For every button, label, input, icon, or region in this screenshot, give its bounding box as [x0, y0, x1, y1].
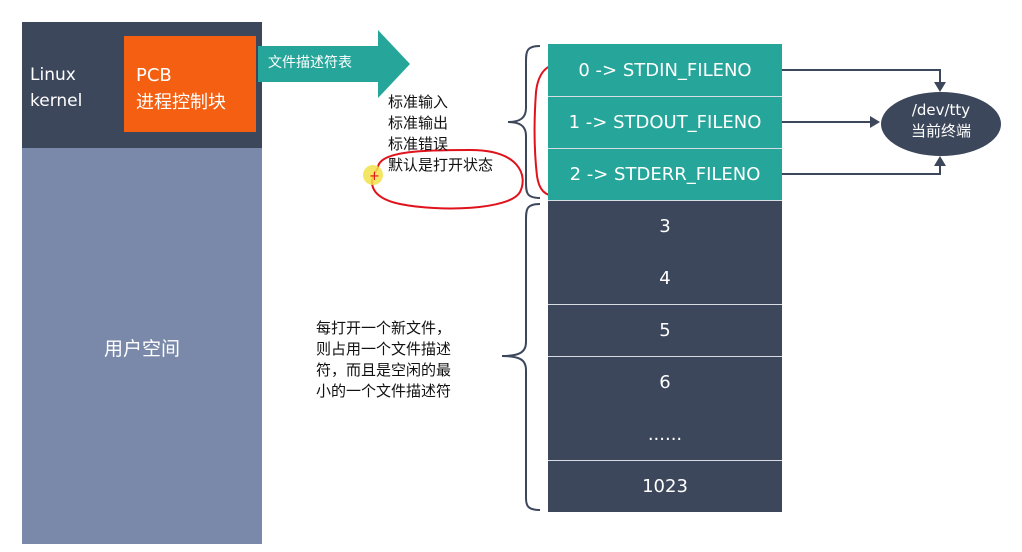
tty-label-line2: 当前终端 [910, 122, 971, 140]
pcb-label-line2: 进程控制块 [136, 92, 226, 113]
fd-separator [548, 304, 782, 305]
fd-entry-stdin: 0 -> STDIN_FILENO [548, 44, 782, 96]
red-annotation-bracket [533, 63, 561, 197]
std-brace [507, 45, 541, 199]
fd-entry-stdout: 1 -> STDOUT_FILENO [548, 96, 782, 148]
fd-entry-ellipsis: ...... [548, 408, 782, 460]
fd-table-arrow-label: 文件描述符表 [268, 55, 352, 71]
fd-separator [548, 200, 782, 201]
fd-entry-3: 3 [548, 200, 782, 252]
fd-separator [548, 96, 782, 97]
fd-separator [548, 356, 782, 357]
std-note-line: 标准输出 [388, 114, 449, 132]
fd-separator [548, 148, 782, 149]
cursor-marker [363, 165, 383, 185]
kernel-label: Linux kernel [30, 62, 110, 114]
new-file-note-line: 小的一个文件描述符 [316, 382, 452, 400]
fd-table-arrow [258, 30, 410, 98]
user-space-region [22, 148, 262, 544]
kernel-label-line2: kernel [30, 91, 83, 111]
user-space-label: 用户空间 [103, 338, 180, 360]
fd-separator [548, 460, 782, 461]
std-note-line: 默认是打开状态 [388, 156, 494, 174]
std-note: 标准输入 标准输出 标准错误 默认是打开状态 [388, 92, 528, 176]
fd-entry-6: 6 [548, 356, 782, 408]
kernel-label-line1: Linux [30, 65, 76, 85]
fd-entry-4: 4 [548, 252, 782, 304]
pcb-label-line1: PCB [136, 65, 172, 86]
tty-connectors [782, 69, 941, 175]
tty-arrowhead-mid [870, 116, 880, 128]
new-file-note-line: 符，而且是空闲的最 [316, 361, 452, 379]
tty-label-line1: /dev/tty [911, 101, 971, 119]
tty-arrowhead-bottom [934, 156, 946, 166]
pcb-box [124, 36, 256, 132]
fd-entry-5: 5 [548, 304, 782, 356]
free-fd-brace [501, 203, 541, 511]
cursor-plus-icon: + [369, 169, 380, 184]
std-note-line: 标准错误 [388, 135, 449, 153]
tty-node [881, 92, 1001, 156]
fd-entry-1023: 1023 [548, 460, 782, 512]
new-file-note: 每打开一个新文件， 则占用一个文件描述 符，而且是空闲的最 小的一个文件描述符 [316, 318, 502, 402]
tty-arrowhead-top [934, 82, 946, 92]
new-file-note-line: 每打开一个新文件， [316, 319, 452, 337]
red-annotation-loop [371, 148, 524, 210]
pcb-label: PCB 进程控制块 [136, 62, 256, 116]
tty-label: /dev/tty 当前终端 [882, 100, 1000, 142]
new-file-note-line: 则占用一个文件描述 [316, 340, 452, 358]
fd-entry-stderr: 2 -> STDERR_FILENO [548, 148, 782, 200]
std-note-line: 标准输入 [388, 93, 449, 111]
